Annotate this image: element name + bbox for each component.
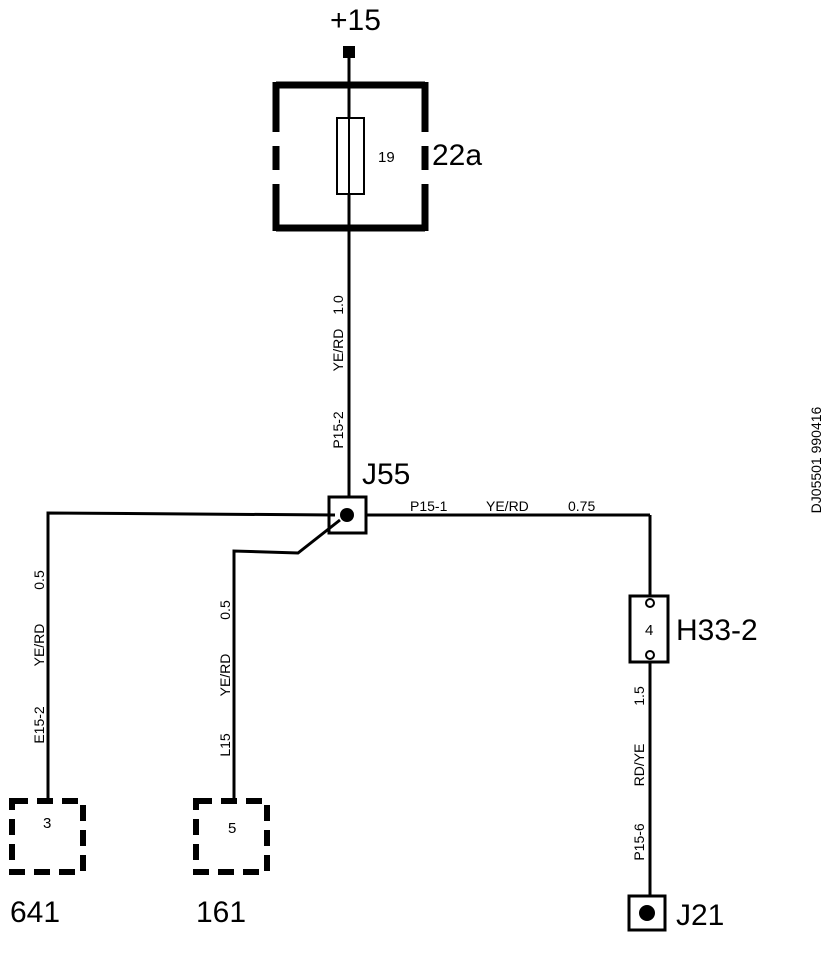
lower-right-wire-size: 1.5 bbox=[631, 686, 647, 706]
component-641-pin: 3 bbox=[43, 815, 51, 832]
junction-label: J55 bbox=[362, 458, 410, 491]
component-161-pin: 5 bbox=[228, 820, 236, 837]
left-wire-id: E15-2 bbox=[31, 706, 47, 744]
connector-pin-number: 4 bbox=[645, 622, 653, 639]
middle-wire bbox=[232, 518, 341, 800]
component-641-label: 641 bbox=[10, 896, 60, 929]
supply-terminal bbox=[343, 46, 355, 58]
component-161-label: 161 bbox=[196, 896, 246, 929]
fuse-element bbox=[336, 117, 365, 195]
left-wire bbox=[46, 511, 336, 800]
right-wire-id: P15-1 bbox=[410, 498, 448, 514]
middle-wire-id: L15 bbox=[217, 733, 233, 757]
left-wire-size: 0.5 bbox=[31, 570, 47, 590]
supply-label: +15 bbox=[330, 4, 381, 37]
right-wire-size: 0.75 bbox=[568, 498, 595, 514]
lower-right-wire-id: P15-6 bbox=[631, 823, 647, 861]
connector-pin-bottom bbox=[645, 650, 655, 660]
connector-label: H33-2 bbox=[676, 614, 758, 647]
junction-dot bbox=[340, 508, 354, 522]
middle-wire-color: YE/RD bbox=[217, 654, 233, 697]
fuse-box bbox=[272, 81, 429, 232]
top-wire-color: YE/RD bbox=[330, 329, 346, 372]
top-wire-id: P15-2 bbox=[330, 411, 346, 449]
left-wire-color: YE/RD bbox=[31, 624, 47, 667]
component-161-box bbox=[193, 798, 270, 875]
fuse-box-label: 22a bbox=[432, 139, 482, 172]
ground-label: J21 bbox=[676, 899, 724, 932]
right-wire-color: YE/RD bbox=[486, 498, 529, 514]
top-wire-size: 1.0 bbox=[330, 295, 346, 315]
component-641-box bbox=[9, 798, 86, 875]
middle-wire-size: 0.5 bbox=[217, 600, 233, 620]
ground-dot bbox=[639, 905, 655, 921]
lower-right-wire-color: RD/YE bbox=[631, 744, 647, 787]
fuse-number: 19 bbox=[378, 149, 395, 166]
connector-pin-top bbox=[645, 598, 655, 608]
reference-code: DJ05501 990416 bbox=[808, 406, 824, 513]
